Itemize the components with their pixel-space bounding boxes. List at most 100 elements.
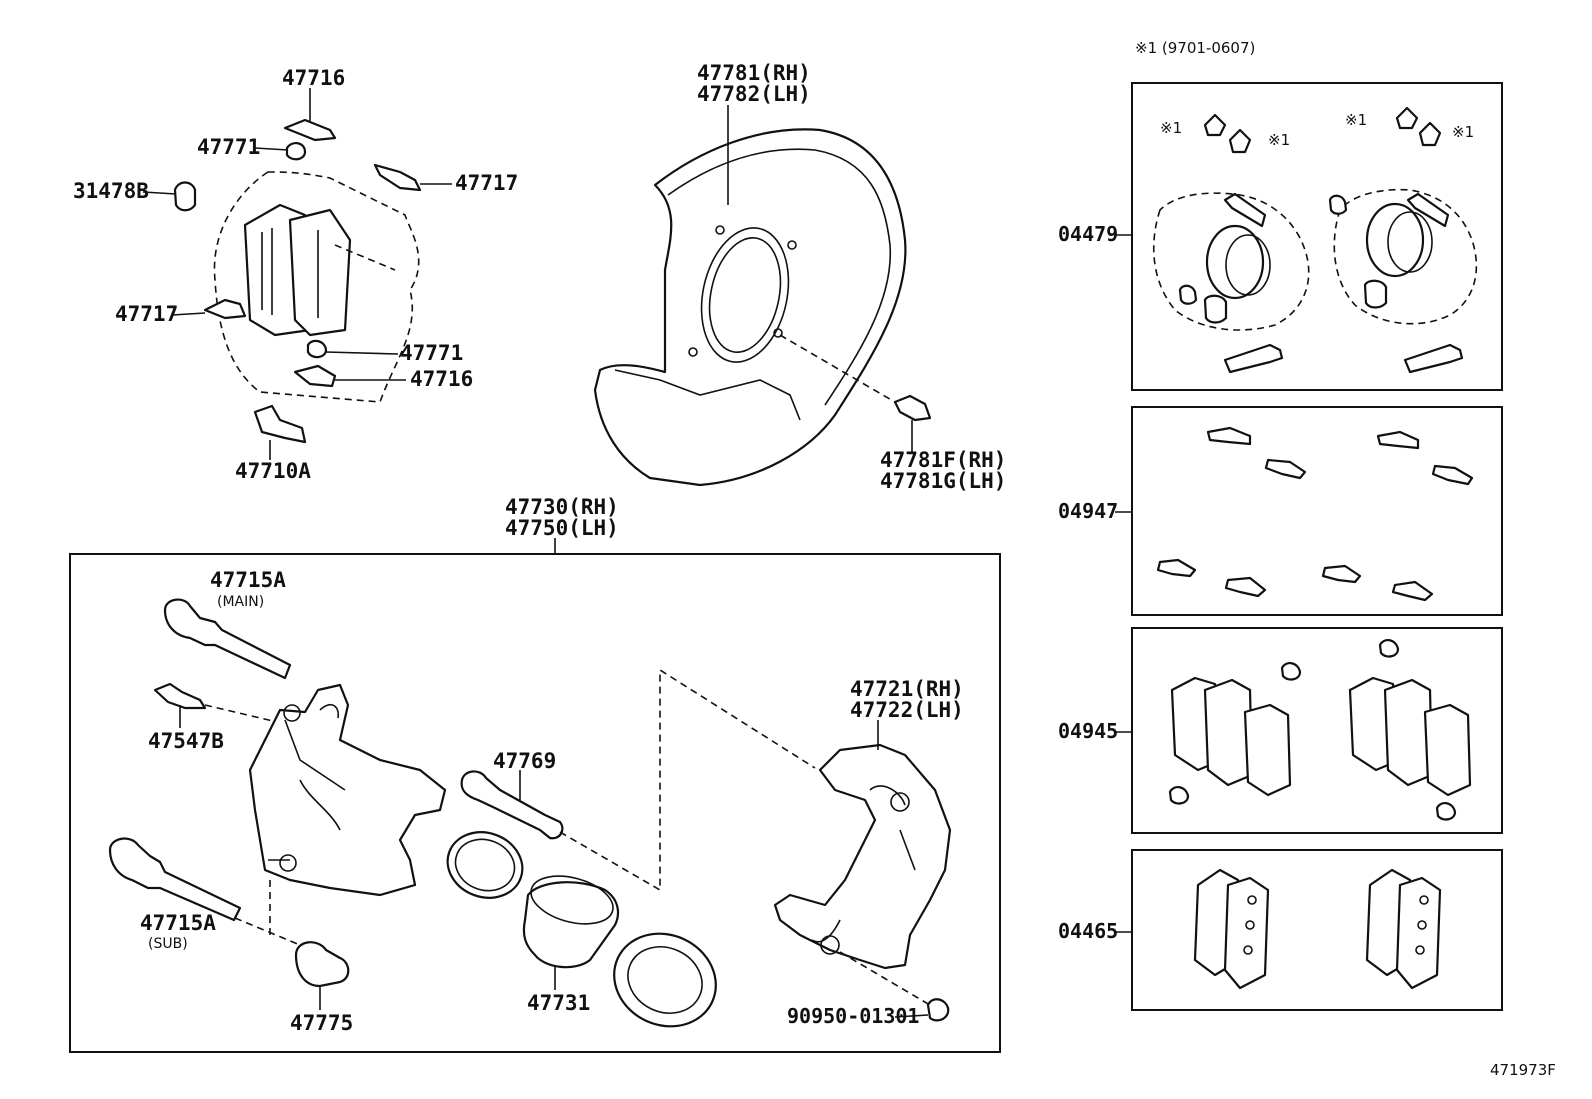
slide-pin-main	[163, 598, 292, 680]
cylinder-boot-inner	[627, 946, 703, 1014]
kit-mark-4: ※1	[1452, 123, 1474, 141]
kit-shim-4	[1431, 464, 1474, 486]
kit-pin-right	[1406, 192, 1450, 228]
dust-cover-rim	[667, 148, 892, 406]
caliper-mounting-detail	[811, 785, 916, 943]
kit-clip-b2	[1435, 802, 1457, 821]
kit-boot-right-1	[1328, 194, 1348, 215]
caliper-body-hole-top	[283, 704, 301, 722]
kit-pin-left	[1223, 192, 1267, 228]
label-47547B: 47547B	[148, 729, 224, 753]
dust-cover-hole-3	[688, 347, 698, 357]
dust-cover-hole-2	[787, 240, 797, 250]
label-47750-lh: 47750(LH)	[505, 516, 619, 540]
kit-clip-a2	[1168, 786, 1190, 805]
kit-shim-2	[1264, 458, 1307, 480]
disc-brake-dust-cover-group: 47781(RH) 47782(LH) 47781F(RH) 47781G(LH…	[593, 61, 1006, 493]
kit-code-04479: 04479	[1058, 222, 1118, 246]
caliper-outline-dashed	[213, 171, 420, 403]
kit-grease-right	[1403, 343, 1464, 374]
kit-pad-a-hole-2	[1245, 920, 1255, 930]
dust-cover-hole-4	[773, 328, 783, 338]
pad-shim	[261, 228, 319, 318]
kit-seal-right	[1365, 202, 1425, 278]
kit-bleeder-cap-1	[1203, 113, 1227, 137]
kit-code-04947: 04947	[1058, 499, 1118, 523]
label-47716-bottom: 47716	[410, 367, 473, 391]
kit-pad-a3	[1243, 703, 1292, 797]
caliper-body-hole	[279, 854, 297, 872]
kit-clip-a1	[1280, 662, 1302, 681]
diagram-id: 471973F	[1490, 1061, 1556, 1079]
label-47717-left: 47717	[115, 302, 178, 326]
label-31478B: 31478B	[73, 179, 149, 203]
bolt-90950	[926, 998, 950, 1022]
piston-seal-inner	[454, 838, 516, 892]
label-47769: 47769	[493, 749, 556, 773]
dust-cover-hub	[700, 227, 790, 363]
kit-box-04947	[1131, 406, 1503, 616]
anti-squeal-clip-bottom	[293, 364, 337, 388]
dash-90950	[839, 951, 936, 1009]
label-47781F-rh: 47781F(RH)	[880, 448, 1006, 472]
kit-mark-3: ※1	[1345, 111, 1367, 129]
kit-shim-3	[1376, 430, 1420, 450]
kit-mark-1: ※1	[1160, 119, 1182, 137]
label-main-tag: (MAIN)	[217, 594, 264, 610]
kit-code-04465: 04465	[1058, 919, 1118, 943]
kit-pad-a-hole-1	[1247, 895, 1257, 905]
kit-code-04945: 04945	[1058, 719, 1118, 743]
kit-pad-b3	[1423, 703, 1472, 797]
label-47775: 47775	[290, 1011, 353, 1035]
note-date-range: ※1 (9701-0607)	[1135, 39, 1255, 57]
kit-shim-6	[1224, 576, 1267, 598]
caliper-assembly-group: 47730(RH) 47750(LH) 47715A (MAIN) 47547B…	[69, 495, 1001, 1053]
piston-seal	[446, 831, 524, 899]
label-47781G-lh: 47781G(LH)	[880, 469, 1006, 493]
dust-cover	[593, 128, 907, 487]
kit-seal-right-inner	[1387, 211, 1433, 273]
clip-47717-left	[203, 298, 247, 320]
kit-bleeder-cap-4	[1418, 121, 1442, 147]
anti-squeal-clip-top	[283, 118, 337, 142]
kit-shim-5	[1156, 558, 1197, 578]
kit-outline-left	[1152, 192, 1310, 331]
kit-disc-pad-a2	[1223, 876, 1270, 990]
caliper-body-detail	[268, 703, 346, 861]
mounting-hole-bottom	[820, 935, 840, 955]
leader-47717-left	[171, 312, 206, 316]
label-47731: 47731	[527, 991, 590, 1015]
kit-box-04465	[1131, 849, 1503, 1011]
label-47715A-sub: 47715A	[140, 911, 216, 935]
boot-31478B	[173, 181, 197, 212]
clip-47771-top	[285, 142, 307, 161]
dash-sub-pin	[234, 880, 301, 946]
mounting-hole-top	[890, 792, 910, 812]
dash-bushing	[559, 668, 816, 892]
kit-pad-b-hole-2	[1417, 920, 1427, 930]
piston-top	[530, 875, 614, 925]
label-47730-rh: 47730(RH)	[505, 495, 619, 519]
leader-90950	[894, 1014, 929, 1018]
kit-outline-right	[1333, 188, 1478, 325]
label-47715A-main: 47715A	[210, 568, 286, 592]
label-47710A: 47710A	[235, 459, 311, 483]
kit-seal-left	[1205, 224, 1265, 300]
kit-pad-b-hole-1	[1419, 895, 1429, 905]
kit-boot-left-2	[1203, 294, 1228, 324]
label-90950: 90950-01301	[787, 1004, 919, 1028]
leader-31478B	[142, 191, 177, 195]
kits-group: ※1 (9701-0607) 04479 ※1 ※1 ※1 ※1 04947	[1058, 39, 1503, 1011]
kit-disc-pad-b2	[1395, 876, 1442, 990]
kit-bleeder-cap-2	[1228, 128, 1252, 154]
label-47771-top: 47771	[197, 135, 260, 159]
clip-47771-bottom	[306, 339, 328, 359]
caliper-assembly-box	[69, 553, 1001, 1053]
caliper-mounting	[773, 743, 952, 970]
slide-pin-sub	[108, 837, 242, 922]
label-47782-lh: 47782(LH)	[697, 82, 811, 106]
label-47722-lh: 47722(LH)	[850, 698, 964, 722]
pad-inner	[288, 208, 352, 337]
bushing-47769	[460, 770, 564, 840]
